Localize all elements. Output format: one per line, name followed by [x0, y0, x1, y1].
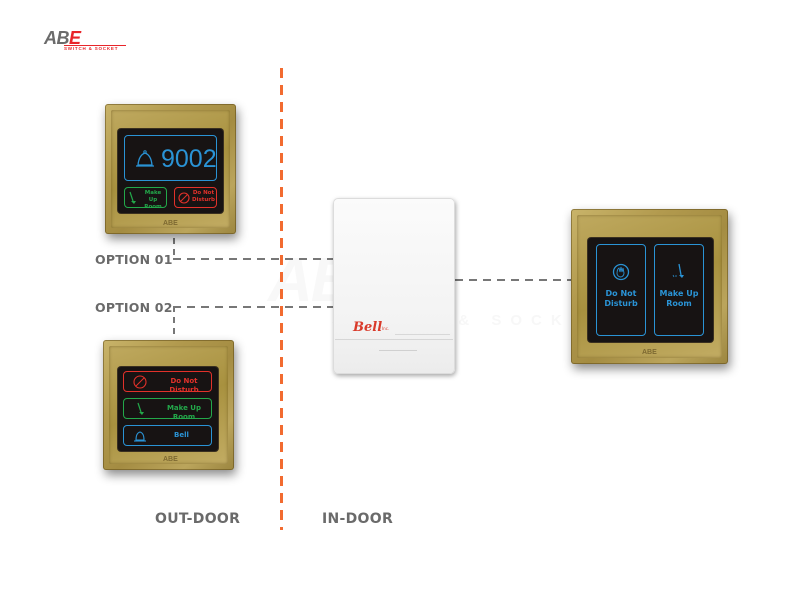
plate-brand: ABE	[163, 220, 178, 227]
dnd-hand-icon	[612, 263, 630, 281]
dnd-line2: Disturb	[604, 299, 638, 308]
make-up-room-line2: Room	[144, 203, 162, 210]
touch-panel: Do Not Disturb Make Up Room Bell	[118, 367, 218, 451]
make-up-room-button[interactable]: Make Up Room	[124, 187, 167, 210]
bell-unit-slot	[379, 350, 417, 351]
make-up-room-line1: Make Up	[144, 190, 162, 203]
outdoor-label: OUT-DOOR	[155, 511, 241, 527]
outdoor-switch-option-01: 9002 Make Up Room Do Not Disturb ABE	[105, 104, 236, 234]
dnd-line1: Do Not	[605, 289, 637, 298]
make-up-room-line1: Make Up	[659, 289, 699, 298]
connector-option-01-vertical	[173, 238, 175, 258]
dnd-hand-icon	[133, 375, 147, 389]
dnd-line1: Do Not	[192, 190, 215, 196]
logo-mark: ABE	[44, 28, 124, 48]
touch-panel: 9002 Make Up Room Do Not Disturb	[118, 129, 223, 213]
indoor-label: IN-DOOR	[322, 511, 394, 527]
dnd-hand-icon	[178, 192, 190, 204]
room-number-display: 9002	[124, 135, 217, 181]
do-not-disturb-button[interactable]: Do Not Disturb	[123, 371, 212, 394]
room-number: 9002	[161, 145, 217, 173]
plate-brand: ABE	[642, 349, 657, 356]
option-01-label: OPTION 01	[95, 252, 173, 267]
make-up-room-button[interactable]: Make Up Room	[123, 398, 212, 421]
do-not-disturb-button[interactable]: Do Not Disturb	[596, 244, 646, 336]
bell-button[interactable]: Bell	[123, 425, 212, 446]
broom-icon	[129, 191, 136, 204]
outdoor-switch-option-02: Do Not Disturb Make Up Room Bell ABE	[103, 340, 234, 470]
broom-icon	[672, 263, 684, 278]
connector-option-02-vertical	[173, 306, 175, 334]
plate-brand: ABE	[163, 456, 178, 463]
bell-unit-logo: Bell	[353, 320, 383, 335]
option-02-label: OPTION 02	[95, 300, 173, 315]
bell-unit-logo-sub: Inc.	[382, 326, 390, 331]
dnd-label: Do Not Disturb	[169, 377, 199, 394]
make-up-room-label: Make Up Room	[166, 404, 202, 421]
do-not-disturb-button[interactable]: Do Not Disturb	[174, 187, 217, 208]
connector-option-01-horizontal	[173, 258, 333, 260]
connector-option-02-horizontal	[173, 306, 333, 308]
abe-logo: ABE SWITCH & SOCKET	[44, 28, 126, 54]
logo-tagline: SWITCH & SOCKET	[64, 46, 119, 51]
logo-ab: AB	[44, 28, 70, 48]
bell-icon	[134, 431, 146, 442]
bell-unit-line	[395, 334, 450, 335]
logo-underline	[64, 45, 126, 46]
indoor-switch: Do Not Disturb Make Up Room ABE	[571, 209, 728, 364]
make-up-room-line2: Room	[666, 299, 692, 308]
dnd-line2: Disturb	[192, 196, 215, 203]
bell-icon	[136, 150, 154, 167]
make-up-room-button[interactable]: Make Up Room	[654, 244, 704, 336]
bell-label: Bell	[174, 431, 189, 439]
connector-bell-to-indoor	[455, 279, 571, 281]
bell-unit-groove	[335, 339, 453, 340]
logo-e: E	[69, 28, 81, 48]
broom-icon	[137, 402, 144, 415]
touch-panel: Do Not Disturb Make Up Room	[588, 238, 713, 342]
bell-unit: Bell Inc.	[333, 198, 455, 374]
indoor-outdoor-divider	[280, 68, 283, 530]
